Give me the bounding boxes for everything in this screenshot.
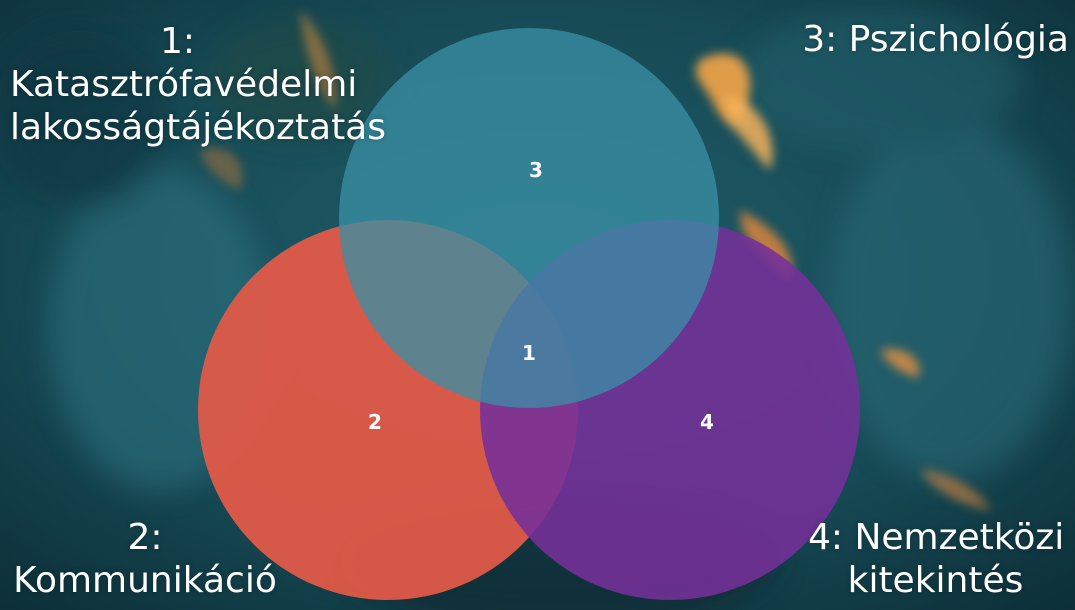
label-line: 4: Nemzetközi [808, 517, 1065, 558]
label-line: 1: [159, 21, 196, 62]
label-line: Katasztrófavédelmi [10, 64, 358, 105]
label-set-4: 4: Nemzetközi kitekintés [808, 516, 1065, 602]
label-set-2: 2: Kommunikáció [6, 516, 284, 602]
label-line: 3: Pszichológia [802, 19, 1069, 60]
label-line: Kommunikáció [13, 560, 277, 601]
region-number-3: 3 [529, 158, 543, 182]
label-line: lakosságtájékoztatás [10, 107, 386, 148]
region-number-1: 1 [522, 341, 536, 365]
region-number-4: 4 [700, 410, 714, 434]
region-number-2: 2 [368, 410, 382, 434]
venn-circle-pszichologia [339, 28, 719, 408]
label-line: kitekintés [847, 560, 1024, 601]
label-set-3: 3: Pszichológia [802, 18, 1069, 61]
label-set-1: 1: Katasztrófavédelmi lakosságtájékoztat… [10, 20, 386, 149]
label-line: 2: [127, 517, 163, 558]
